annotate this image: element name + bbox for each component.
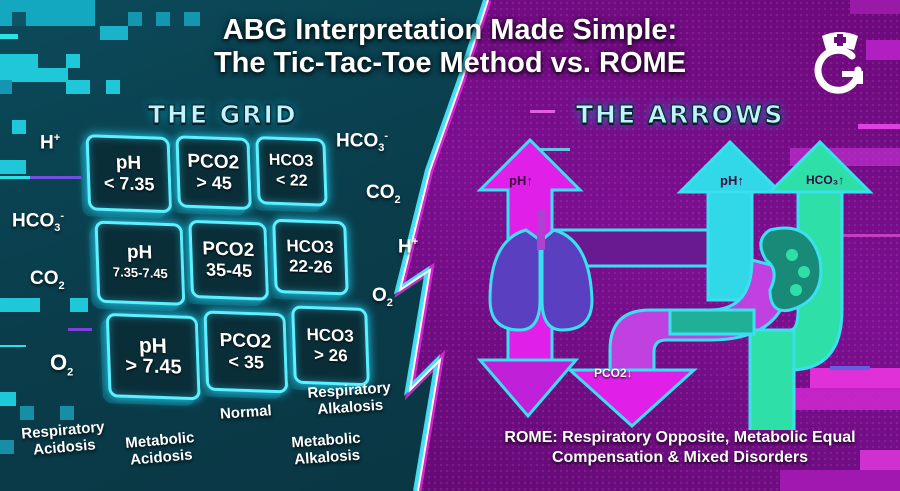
grid-cell-pco2-low: PCO2 < 35 [203, 310, 289, 394]
ph-up-arrow-teal [676, 139, 784, 302]
chem-label-co2-right: CO2 [366, 182, 401, 206]
grid-cell-ph-acidic: pH < 7.35 [85, 134, 173, 214]
grid-cell-ph-normal: pH 7.35-7.45 [94, 220, 186, 306]
page-title: ABG Interpretation Made Simple: The Tic-… [0, 14, 900, 80]
grid-cell-hco3-normal: HCO3 22-26 [272, 218, 349, 296]
tic-tac-toe-grid: pH < 7.35 PCO2 > 45 HCO3 < 22 pH 7.35-7.… [76, 134, 425, 406]
rome-caption: ROME: Respiratory Opposite, Metabolic Eq… [504, 429, 856, 466]
grid-cell-hco3-low: HCO3 < 22 [255, 136, 328, 207]
arrows-heading: THE ARROWS [575, 100, 785, 130]
grid-cell-pco2-high: PCO2 > 45 [175, 135, 252, 211]
lungs-icon [488, 210, 594, 332]
chem-label-bicarbonate-right: HCO3- [336, 130, 389, 155]
chem-label-o2: O2 [50, 350, 74, 379]
arrow-label-ph-up-1: pH↑ [509, 173, 533, 188]
kidney-icon [759, 226, 823, 313]
chem-label-o2-right: O2 [372, 285, 393, 309]
title-line-2: The Tic-Tac-Toe Method vs. ROME [213, 47, 687, 79]
chem-label-co2: CO2 [30, 268, 65, 292]
label-normal: Normal [219, 402, 273, 423]
arrow-label-pco2-down: PCO2↓ [594, 366, 633, 380]
chem-label-bicarbonate: HCO3- [12, 210, 65, 235]
grid-cell-hco3-high: HCO3 > 26 [291, 305, 370, 387]
chem-label-h-plus-right: H+ [398, 236, 419, 258]
nurse-cap-g-logo-icon [814, 32, 863, 94]
title-line-1: ABG Interpretation Made Simple: [222, 14, 678, 46]
rome-arrows-diagram [476, 137, 874, 430]
arrow-label-hco3-up: HCO₃↑ [806, 173, 845, 187]
grid-cell-pco2-normal: PCO2 35-45 [188, 219, 270, 301]
arrow-label-ph-up-2: pH↑ [720, 173, 744, 188]
chem-label-h-plus: H+ [40, 132, 61, 154]
grid-heading: THE GRID [148, 100, 298, 130]
grid-cell-ph-alkalotic: pH > 7.45 [105, 312, 201, 401]
